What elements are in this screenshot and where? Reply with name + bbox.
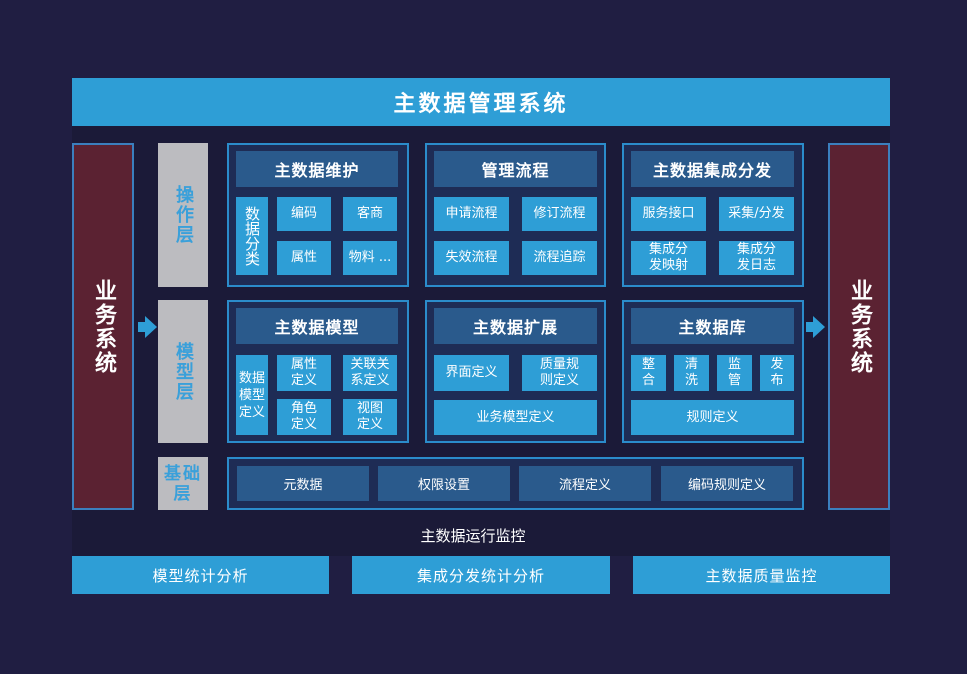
data-classify-label: 数据分类 <box>243 206 261 266</box>
model-item: 属性定义 <box>277 355 331 391</box>
bottom-bar-integration-stats: 集成分发统计分析 <box>352 556 610 594</box>
base-item: 流程定义 <box>519 466 651 501</box>
repository-title: 主数据库 <box>631 308 794 344</box>
repository-wide-item: 规则定义 <box>631 400 794 435</box>
arrow-right-head-icon <box>145 316 157 338</box>
runtime-monitor: 主数据运行监控 <box>420 526 526 545</box>
maintenance-item: 客商 <box>343 197 397 231</box>
extension-title: 主数据扩展 <box>434 308 597 344</box>
layer-base-label: 基础层 <box>164 463 202 504</box>
bottom-bar-quality-monitor: 主数据质量监控 <box>633 556 890 594</box>
base-item: 元数据 <box>237 466 369 501</box>
business-system-left-label: 业务系统 <box>91 278 116 375</box>
maintenance-title: 主数据维护 <box>236 151 398 187</box>
arrow-right-icon <box>806 322 814 332</box>
repository-item: 监管 <box>717 355 752 391</box>
model-item: 关联关系定义 <box>343 355 397 391</box>
system-title: 主数据管理系统 <box>72 78 890 126</box>
process-title: 管理流程 <box>434 151 597 187</box>
bottom-bar-model-stats: 模型统计分析 <box>72 556 329 594</box>
extension-item: 界面定义 <box>434 355 509 391</box>
base-item: 编码规则定义 <box>661 466 793 501</box>
business-system-right: 业务系统 <box>828 143 890 510</box>
model-item: 视图定义 <box>343 399 397 435</box>
maintenance-item: 编码 <box>277 197 331 231</box>
business-system-left: 业务系统 <box>72 143 134 510</box>
extension-wide-item: 业务模型定义 <box>434 400 597 435</box>
maintenance-item: 属性 <box>277 241 331 275</box>
extension-item: 质量规则定义 <box>522 355 597 391</box>
integration-title: 主数据集成分发 <box>631 151 794 187</box>
integration-item: 采集/分发 <box>719 197 794 231</box>
process-item: 修订流程 <box>522 197 597 231</box>
process-item: 申请流程 <box>434 197 509 231</box>
integration-item: 集成分发日志 <box>719 241 794 275</box>
layer-model: 模型层 <box>158 300 208 443</box>
layer-operation: 操作层 <box>158 143 208 287</box>
integration-item: 集成分发映射 <box>631 241 706 275</box>
layer-operation-label: 操作层 <box>173 185 194 245</box>
process-item: 流程追踪 <box>522 241 597 275</box>
model-item: 角色定义 <box>277 399 331 435</box>
model-definition-cell: 数据模型定义 <box>236 355 268 435</box>
arrow-right-icon <box>138 322 146 332</box>
arrow-right-head-icon <box>813 316 825 338</box>
repository-item: 清洗 <box>674 355 709 391</box>
repository-item: 整合 <box>631 355 666 391</box>
maintenance-item: 物料 ... <box>343 241 397 275</box>
data-classify-cell: 数据分类 <box>236 197 268 275</box>
integration-item: 服务接口 <box>631 197 706 231</box>
process-item: 失效流程 <box>434 241 509 275</box>
model-title: 主数据模型 <box>236 308 398 344</box>
layer-model-label: 模型层 <box>173 341 194 402</box>
layer-base: 基础层 <box>158 457 208 510</box>
base-item: 权限设置 <box>378 466 510 501</box>
business-system-right-label: 业务系统 <box>847 278 872 375</box>
repository-item: 发布 <box>760 355 794 391</box>
